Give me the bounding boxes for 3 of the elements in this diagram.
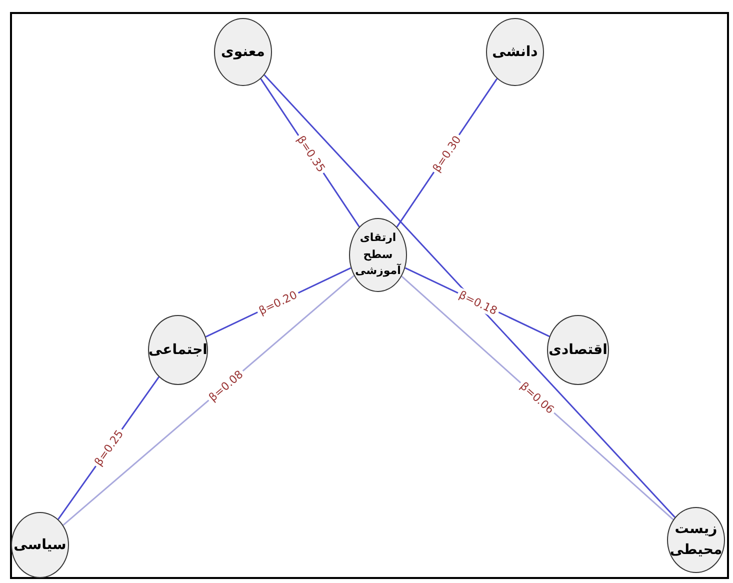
connector-line [62, 275, 354, 526]
connector-line [264, 74, 676, 518]
connector-line [401, 276, 674, 520]
